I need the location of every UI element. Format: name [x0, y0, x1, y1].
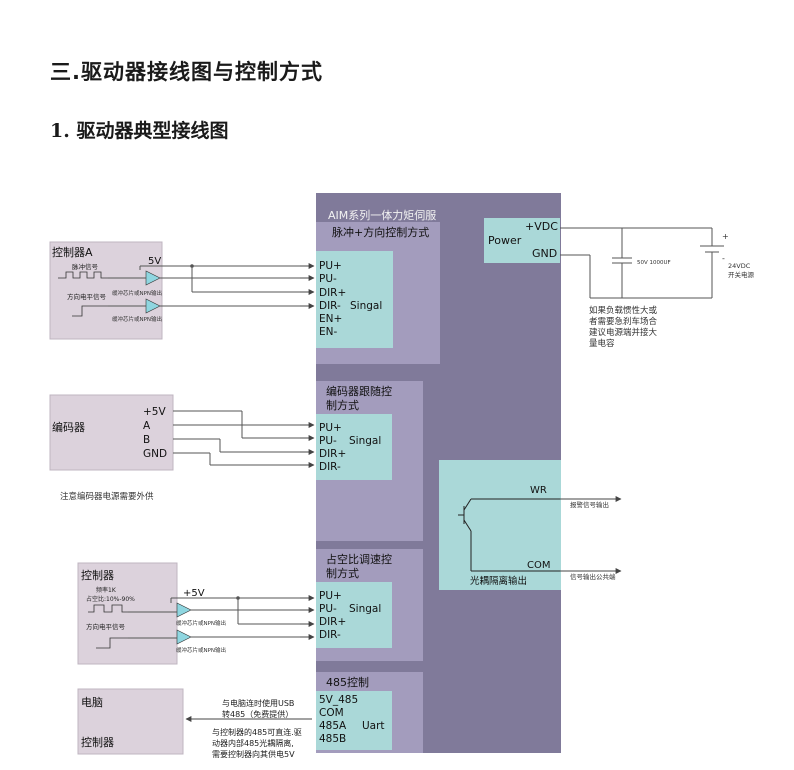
supply-note-2: 者需要急刹车场合: [589, 316, 658, 327]
encoder-source-gnd: GND: [143, 448, 167, 460]
controller-485-note-1: 与控制器的485可直连.驱: [212, 727, 302, 737]
encoder-pin-pu-plus: PU+: [319, 422, 342, 434]
capacitor-label: 50V 1000UF: [637, 260, 671, 266]
controller-b-title: 控制器: [81, 568, 114, 582]
controller-485-note-2: 动器内部485光耦隔离,: [212, 738, 294, 748]
supply-note-4: 量电容: [589, 338, 615, 349]
pwm-pin-dir-minus: DIR-: [319, 629, 341, 641]
encoder-source-box: [49, 394, 174, 471]
section-heading: 三.驱动器接线图与控制方式: [50, 60, 323, 84]
pulse-pin-en-plus: EN+: [319, 313, 342, 325]
usb-note-1: 与电脑连时使用USB: [222, 698, 294, 708]
supply-note-3: 建议电源端并接大: [589, 327, 658, 338]
alarm-output-label: 报警信号输出: [570, 500, 609, 509]
controller-a-buffer-2: 缓冲芯片或NPN输出: [112, 315, 162, 323]
encoder-source-5v: +5V: [143, 406, 166, 418]
pulse-signal-label: Singal: [350, 300, 382, 312]
output-wr-label: WR: [530, 485, 547, 496]
pulse-group-title: 脉冲+方向控制方式: [332, 225, 429, 239]
controller-b-frequency: 频率1K: [96, 586, 117, 594]
controller-485-note-3: 需要控制器向其供电5V: [212, 749, 295, 759]
encoder-pin-pu-minus: PU-: [319, 435, 337, 447]
pwm-group-title-2: 制方式: [326, 566, 359, 580]
pulse-pin-pu-minus: PU-: [319, 273, 337, 285]
encoder-group-title-1: 编码器跟随控: [326, 384, 392, 398]
encoder-pin-dir-minus: DIR-: [319, 461, 341, 473]
controller-a-5v: 5V: [148, 256, 161, 267]
pwm-pin-pu-minus: PU-: [319, 603, 337, 615]
controller-b-5v: +5V: [183, 588, 205, 599]
pwm-group-title-1: 占空比调速控: [326, 552, 392, 566]
pwm-pin-box: [316, 582, 392, 648]
rs485-pin-com: COM: [319, 707, 344, 719]
output-isolation-label: 光耦隔离输出: [470, 575, 527, 587]
encoder-pin-dir-plus: DIR+: [319, 448, 346, 460]
rs485-pin-a: 485A: [319, 720, 347, 732]
controller-a-buffer-1: 缓冲芯片或NPN输出: [112, 289, 162, 297]
subsection-heading: 1. 驱动器典型接线图: [50, 120, 229, 142]
controller-a-pulse-signal: 脉冲信号: [72, 262, 99, 271]
pc-controller-box: [77, 688, 184, 755]
rs485-uart-label: Uart: [362, 720, 385, 732]
pwm-pin-dir-plus: DIR+: [319, 616, 346, 628]
output-box: [439, 460, 561, 590]
encoder-signal-label: Singal: [349, 435, 381, 447]
encoder-power-note: 注意编码器电源需要外供: [60, 491, 154, 502]
pwm-signal-label: Singal: [349, 603, 381, 615]
rs485-pin-b: 485B: [319, 733, 346, 745]
encoder-source-b: B: [143, 434, 150, 446]
pc-controller-title: 控制器: [81, 735, 114, 749]
psu-type-label: 开关电源: [728, 270, 755, 279]
psu-plus-label: +: [722, 232, 729, 241]
pc-title: 电脑: [81, 696, 103, 709]
pwm-pin-pu-plus: PU+: [319, 590, 342, 602]
encoder-pin-box: [316, 414, 392, 480]
controller-a-dir-signal: 方向电平信号: [67, 292, 107, 301]
controller-b-buffer-1: 缓冲芯片或NPN输出: [176, 619, 226, 627]
encoder-source-a: A: [143, 420, 151, 432]
encoder-source-title: 编码器: [52, 420, 85, 434]
pulse-pin-dir-minus: DIR-: [319, 300, 341, 312]
usb-note-2: 转485（免费提供）: [222, 709, 293, 719]
power-label: Power: [488, 234, 522, 247]
pulse-pin-box: [316, 251, 393, 348]
rs485-group-title: 485控制: [326, 675, 369, 689]
supply-note-1: 如果负载惯性大或: [589, 305, 658, 316]
rs485-pin-box: [316, 691, 392, 750]
psu-voltage-label: 24VDC: [728, 262, 751, 270]
output-com-label: COM: [527, 560, 550, 571]
rs485-pin-5v: 5V_485: [319, 694, 358, 706]
controller-a-box: [49, 241, 163, 340]
power-box: [484, 218, 560, 263]
controller-a-title: 控制器A: [52, 245, 93, 259]
controller-b-buffer-2: 缓冲芯片或NPN输出: [176, 646, 226, 654]
controller-b-dir-signal: 方向电平信号: [86, 622, 126, 631]
encoder-group-title-2: 制方式: [326, 398, 359, 412]
controller-b-duty: 占空比:10%-90%: [86, 595, 135, 603]
power-gnd-label: GND: [532, 247, 557, 260]
pulse-pin-en-minus: EN-: [319, 326, 337, 338]
psu-minus-label: -: [722, 254, 725, 263]
controller-b-box: [77, 562, 178, 665]
pulse-pin-dir-plus: DIR+: [319, 287, 346, 299]
pulse-pin-pu-plus: PU+: [319, 260, 342, 272]
power-vdc-label: +VDC: [525, 220, 558, 233]
signal-common-label: 信号输出公共端: [570, 572, 616, 581]
driver-title: AIM系列一体力矩伺服: [328, 208, 436, 222]
